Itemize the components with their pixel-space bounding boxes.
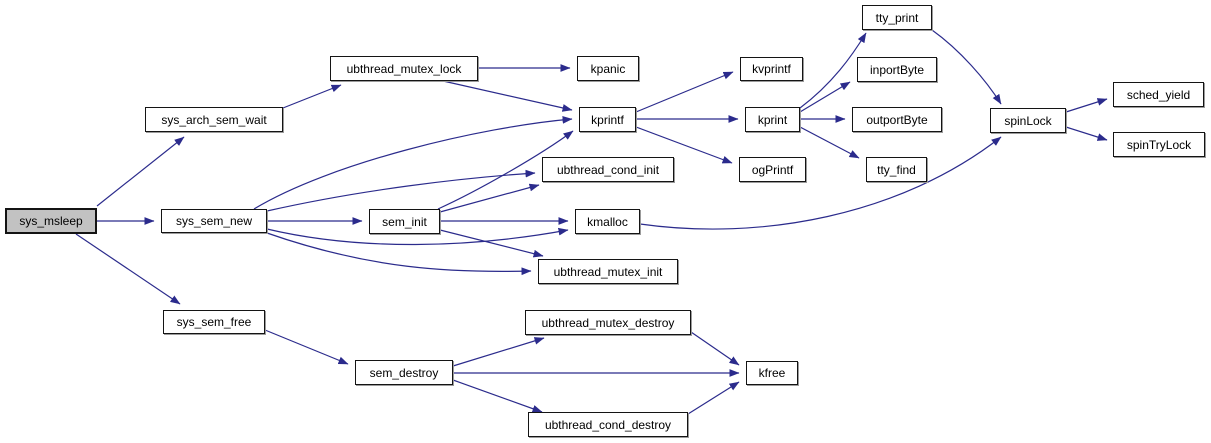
edge-sys_sem_new-to-ubthread_mutex_init: [266, 232, 532, 276]
node-kmalloc[interactable]: kmalloc: [575, 209, 640, 234]
node-ubthread_mutex_init[interactable]: ubthread_mutex_init: [538, 259, 678, 284]
node-spinTryLock[interactable]: spinTryLock: [1113, 132, 1205, 157]
edge-ubthread_mutex_lock-to-kprintf: [442, 80, 573, 112]
node-spinLock[interactable]: spinLock: [990, 108, 1066, 133]
edge-kmalloc-to-spinLock: [639, 136, 1002, 230]
edge-sys_msleep-to-sys_sem_free: [75, 233, 181, 305]
edge-ubthread_mutex_destroy-to-kfree: [690, 331, 740, 366]
node-kfree[interactable]: kfree: [746, 361, 798, 385]
edge-kprintf-to-ogPrintf: [635, 126, 733, 164]
edge-tty_print-to-spinLock: [931, 29, 1002, 105]
node-ubthread_cond_destroy[interactable]: ubthread_cond_destroy: [528, 412, 688, 437]
node-sys_sem_new[interactable]: sys_sem_new: [161, 209, 267, 233]
edge-sem_destroy-to-ubthread_mutex_destroy: [452, 337, 545, 367]
node-tty_print[interactable]: tty_print: [862, 5, 932, 30]
node-sem_init[interactable]: sem_init: [369, 209, 440, 234]
node-kpanic[interactable]: kpanic: [577, 56, 639, 81]
edge-kprintf-to-kvprintf: [635, 71, 734, 113]
edge-spinLock-to-sched_yield: [1065, 98, 1108, 113]
node-sys_arch_sem_wait[interactable]: sys_arch_sem_wait: [145, 107, 283, 132]
node-inportByte[interactable]: inportByte: [857, 57, 937, 82]
node-ubthread_cond_init[interactable]: ubthread_cond_init: [542, 157, 674, 182]
node-ubthread_mutex_lock[interactable]: ubthread_mutex_lock: [330, 56, 478, 81]
edge-sys_msleep-to-sys_arch_sem_wait: [96, 136, 185, 207]
node-kprintf[interactable]: kprintf: [579, 107, 636, 132]
edge-kprint-to-tty_find: [799, 126, 860, 159]
node-sys_msleep[interactable]: sys_msleep: [5, 208, 97, 234]
node-ubthread_mutex_destroy[interactable]: ubthread_mutex_destroy: [525, 310, 691, 335]
edge-sys_sem_new-to-kprintf: [253, 115, 573, 210]
edge-sys_sem_new-to-ubthread_cond_init: [266, 169, 536, 212]
edge-kprint-to-tty_print: [799, 32, 867, 109]
edge-sem_init-to-kprintf: [437, 130, 574, 210]
edge-sys_sem_free-to-sem_destroy: [264, 329, 349, 365]
node-tty_find[interactable]: tty_find: [866, 157, 927, 182]
edge-sys_sem_new-to-kmalloc: [266, 227, 569, 246]
edge-spinLock-to-spinTryLock: [1065, 126, 1108, 141]
node-kprint[interactable]: kprint: [745, 107, 800, 132]
node-ogPrintf[interactable]: ogPrintf: [739, 157, 806, 182]
node-sem_destroy[interactable]: sem_destroy: [355, 360, 453, 385]
edge-kprint-to-inportByte: [799, 81, 851, 113]
edge-sem_destroy-to-ubthread_cond_destroy: [452, 379, 543, 413]
edge-sem_init-to-ubthread_mutex_init: [439, 229, 544, 258]
edge-ubthread_cond_destroy-to-kfree: [687, 381, 740, 415]
node-sched_yield[interactable]: sched_yield: [1113, 82, 1204, 107]
node-outportByte[interactable]: outportByte: [852, 107, 942, 132]
edge-sys_arch_sem_wait-to-ubthread_mutex_lock: [282, 84, 342, 109]
node-kvprintf[interactable]: kvprintf: [740, 57, 803, 81]
node-sys_sem_free[interactable]: sys_sem_free: [163, 310, 265, 334]
edge-sem_init-to-ubthread_cond_init: [439, 183, 540, 213]
